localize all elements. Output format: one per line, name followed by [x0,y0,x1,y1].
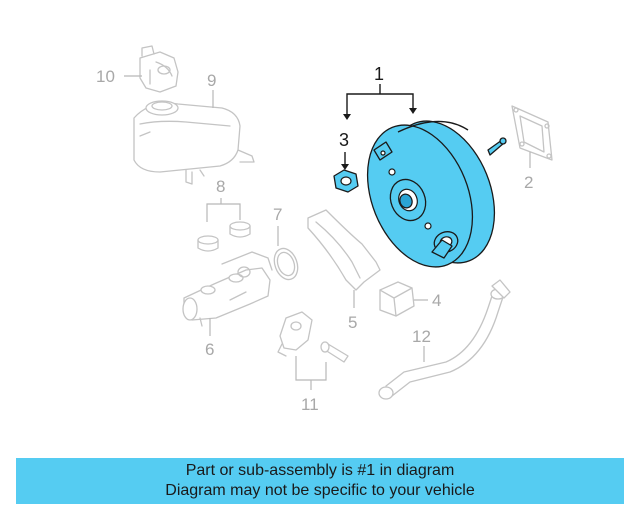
part-6-master-cylinder[interactable] [182,251,273,327]
callout-6[interactable]: 6 [205,340,214,359]
callout-10[interactable]: 10 [96,67,115,86]
lead-8 [206,198,241,222]
callout-5[interactable]: 5 [348,313,357,332]
callout-2[interactable]: 2 [524,173,533,192]
callout-1[interactable]: 1 [374,64,384,84]
lead-1 [346,84,414,118]
lead-1-arrows [343,108,417,120]
part-8-grommet-right[interactable] [229,221,251,238]
info-banner: Part or sub-assembly is #1 in diagram Di… [16,458,624,504]
part-9-reservoir-tank[interactable] [133,100,255,185]
callout-4[interactable]: 4 [432,291,441,310]
part-11-bolt[interactable] [320,341,349,363]
parts-diagram: 10 9 8 7 6 [96,45,553,414]
part-8-grommet-left[interactable] [197,235,219,252]
part-11-sensor[interactable] [277,311,313,357]
part-12-vacuum-hose[interactable] [378,279,511,400]
part-2-gasket[interactable] [511,105,553,161]
part-1-brake-booster[interactable] [348,105,514,282]
callout-7[interactable]: 7 [273,205,282,224]
part-7-o-ring[interactable] [270,245,302,283]
callout-3[interactable]: 3 [339,130,349,150]
banner-line-2: Diagram may not be specific to your vehi… [165,482,475,499]
callout-11[interactable]: 11 [301,395,319,414]
part-3-nut[interactable] [333,169,359,193]
part-10-reservoir-cap[interactable] [139,45,179,93]
callout-8[interactable]: 8 [216,177,225,196]
callout-9[interactable]: 9 [207,71,216,90]
banner-line-1: Part or sub-assembly is #1 in diagram [185,462,455,479]
callout-12[interactable]: 12 [412,327,431,346]
lead-11 [295,356,327,390]
lead-3-arrow [341,164,349,170]
part-5-heat-shield[interactable] [307,209,381,291]
part-4-mount[interactable] [379,281,415,317]
